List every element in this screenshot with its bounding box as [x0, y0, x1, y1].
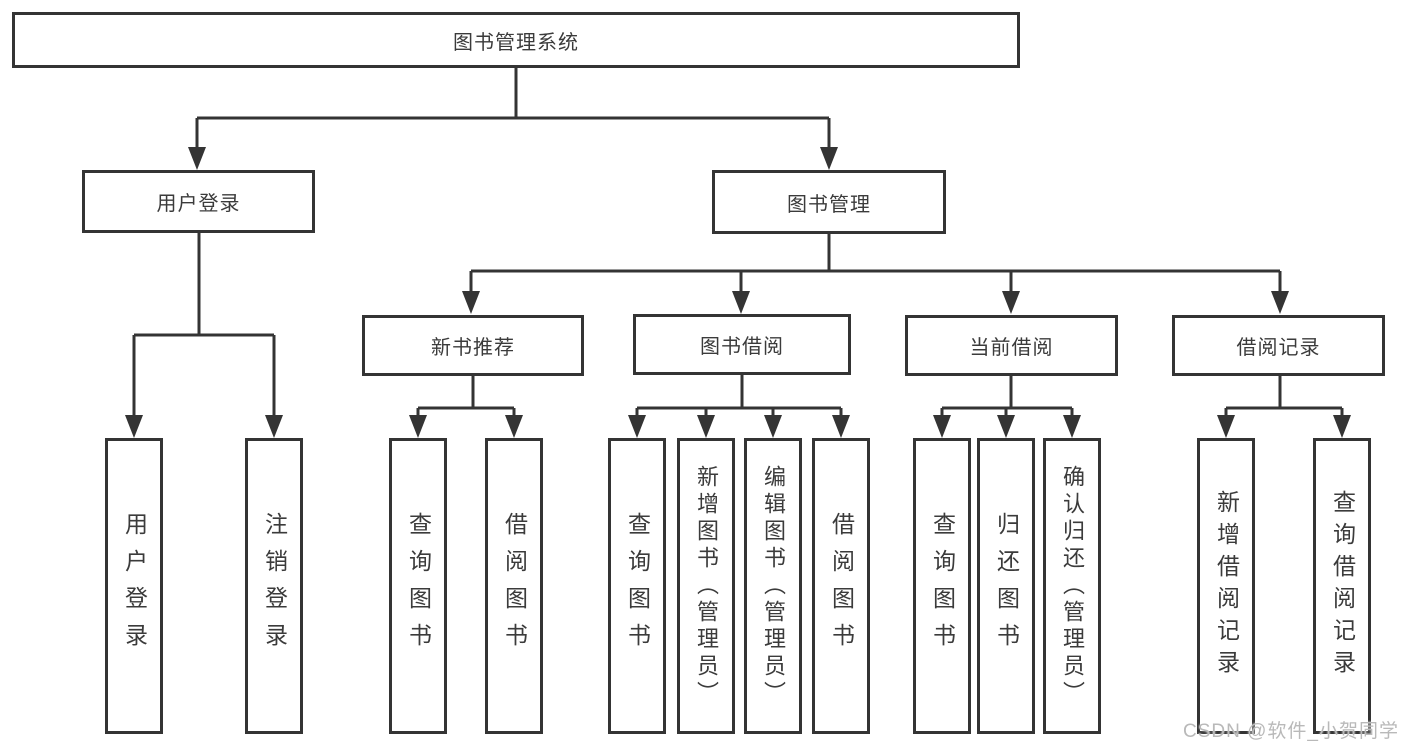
watermark: CSDN @软件_小贺同学 [1183, 721, 1399, 742]
leaf-user-login: 用户登录 [105, 438, 163, 734]
node-borrowing-records: 借阅记录 [1172, 315, 1385, 376]
leaf-return-books: 归还图书 [977, 438, 1035, 734]
leaf-logout: 注销登录 [245, 438, 303, 734]
leaf-add-book-admin: 新增图书（管理员） [677, 438, 735, 734]
node-current-borrowing: 当前借阅 [905, 315, 1118, 376]
leaf-borrow-books: 借阅图书 [812, 438, 870, 734]
arrowheads [125, 147, 1351, 438]
leaf-edit-book-admin: 编辑图书（管理员） [744, 438, 802, 734]
leaf-query-books-recommend: 查询图书 [389, 438, 447, 734]
leaf-query-borrow-record: 查询借阅记录 [1313, 438, 1371, 734]
leaf-borrow-books-recommend: 借阅图书 [485, 438, 543, 734]
leaf-add-borrow-record: 新增借阅记录 [1197, 438, 1255, 734]
node-root: 图书管理系统 [12, 12, 1020, 68]
node-user-login: 用户登录 [82, 170, 315, 233]
leaf-query-books-borrow: 查询图书 [608, 438, 666, 734]
node-book-management: 图书管理 [712, 170, 946, 234]
node-new-book-recommendation: 新书推荐 [362, 315, 584, 376]
node-book-borrowing: 图书借阅 [633, 314, 851, 375]
leaf-query-books-current: 查询图书 [913, 438, 971, 734]
leaf-confirm-return-admin: 确认归还（管理员） [1043, 438, 1101, 734]
